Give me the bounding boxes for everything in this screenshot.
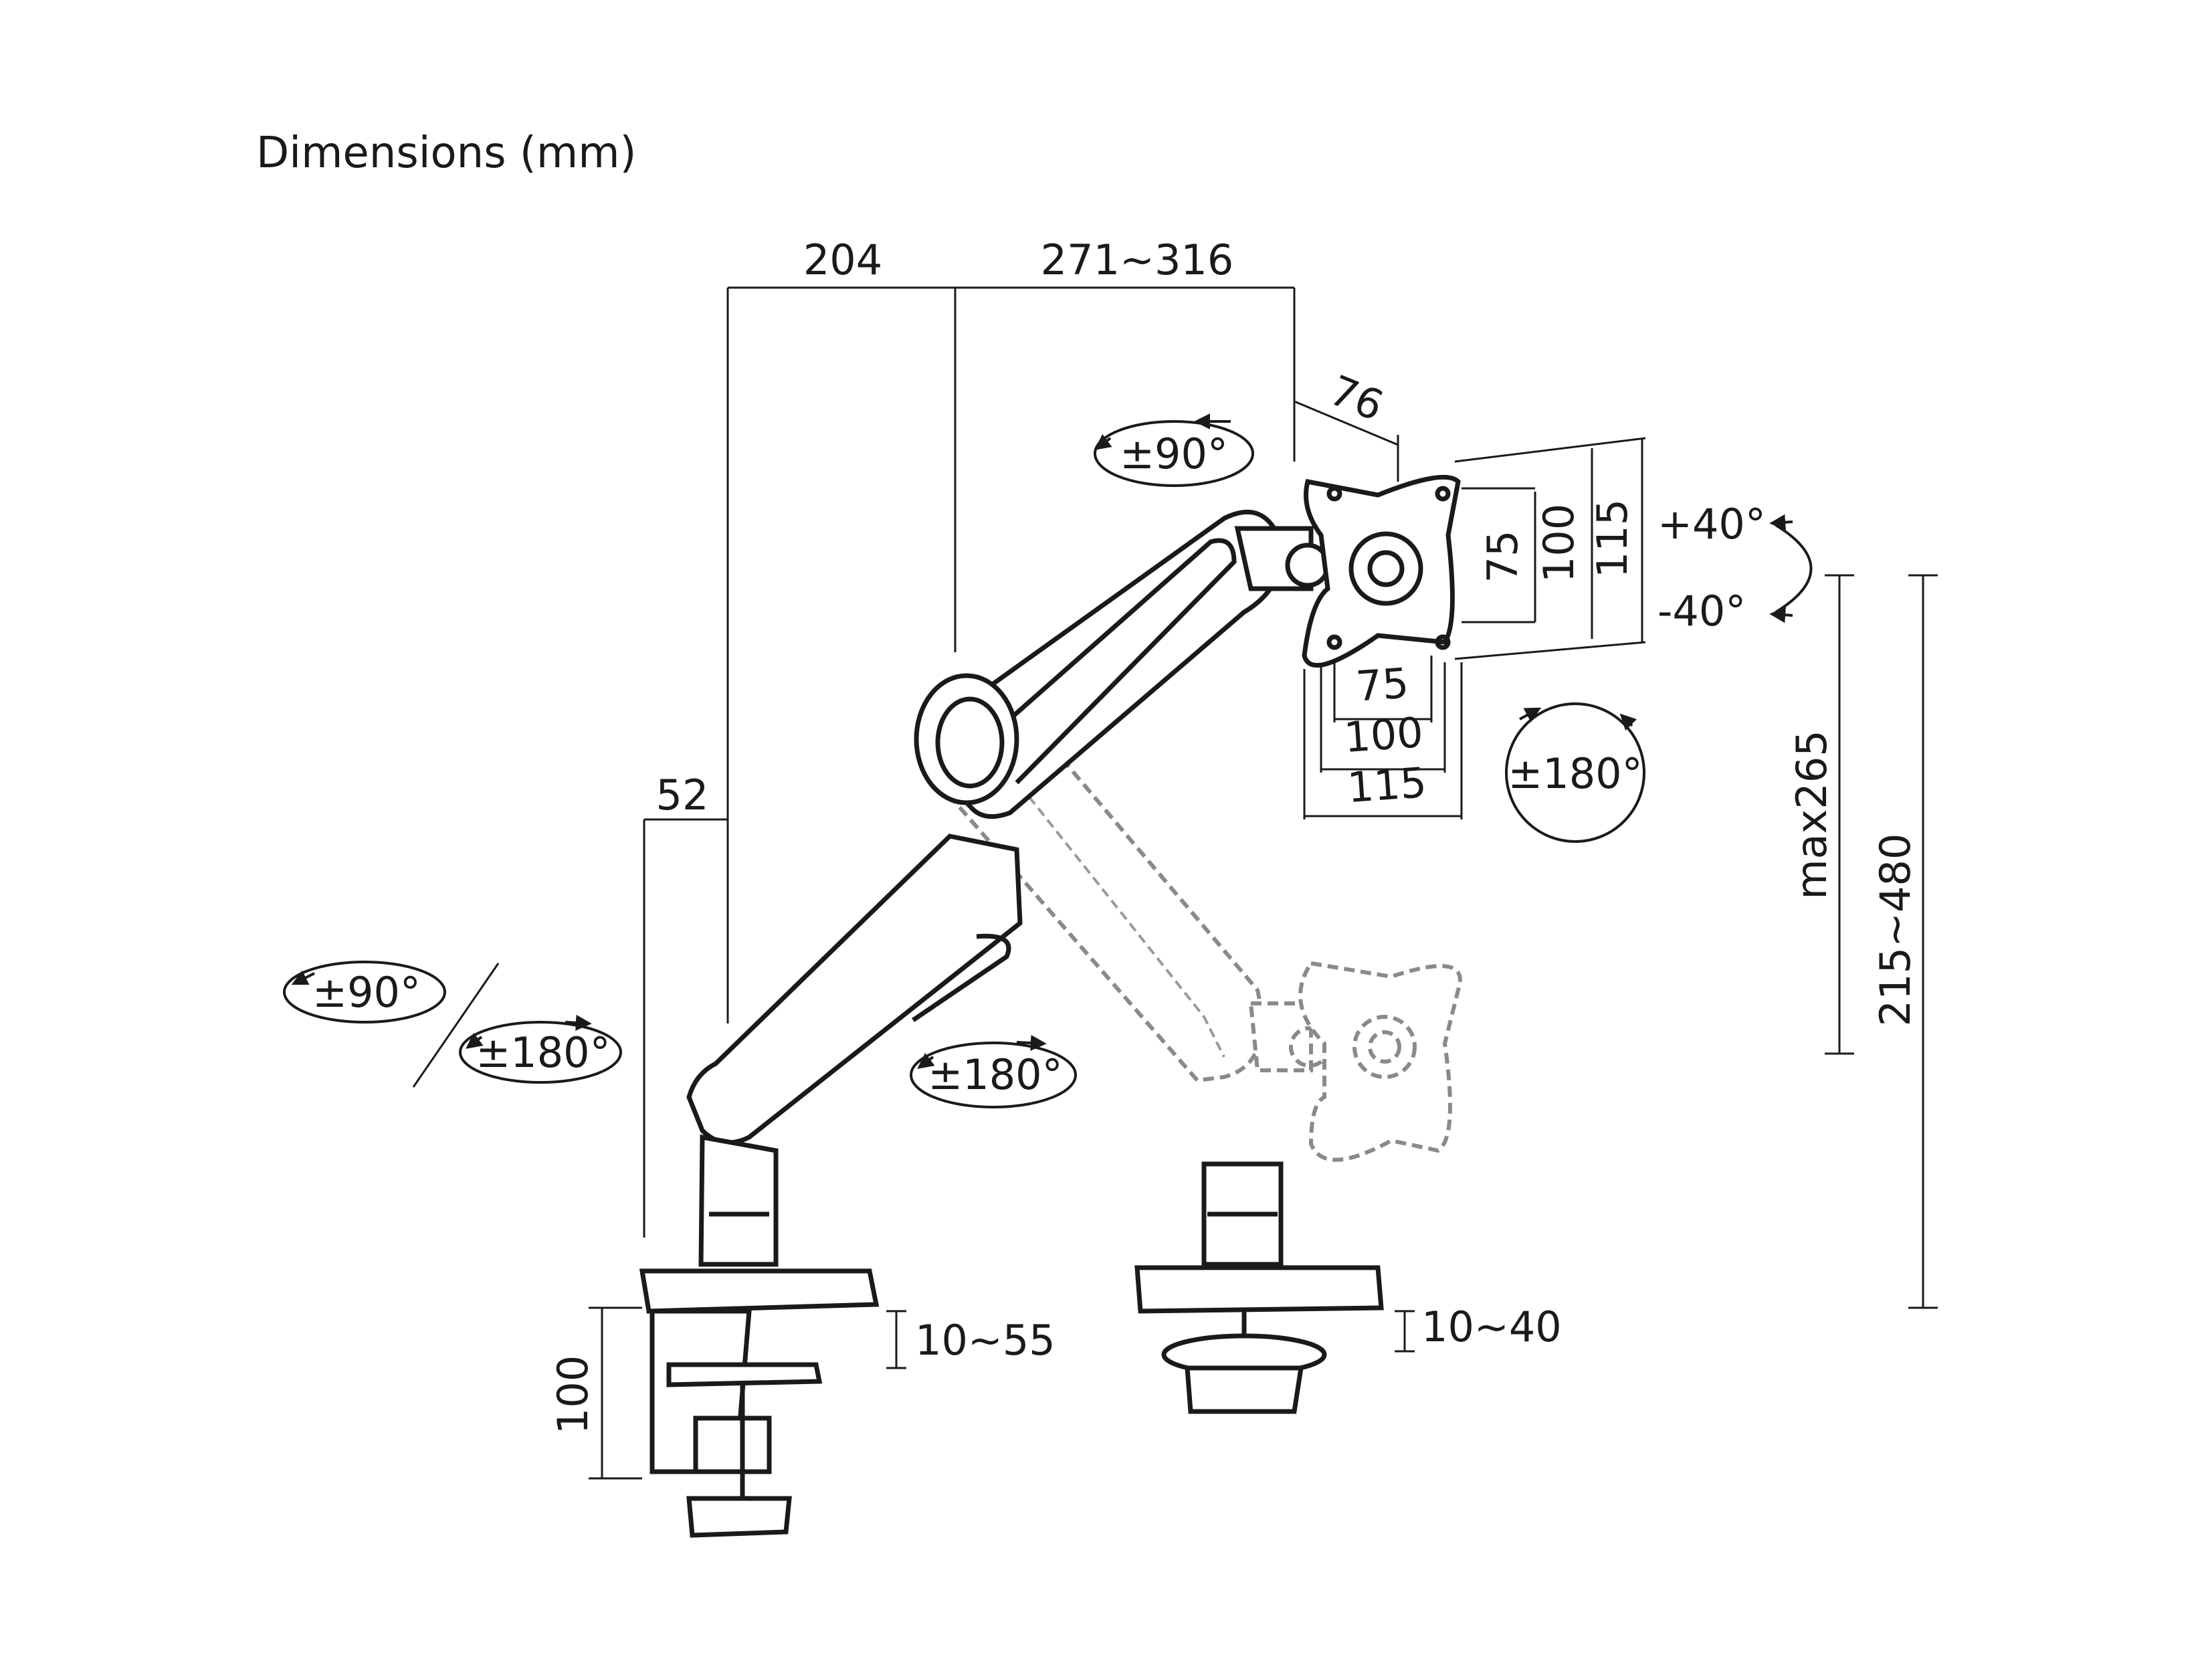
rotation-arm bbox=[910, 1035, 1077, 1108]
dim-vesa-h-100: 100 bbox=[1342, 708, 1425, 762]
rotation-tilt bbox=[1769, 514, 1813, 623]
rotation-head-rotate bbox=[1505, 702, 1645, 843]
rotation-head-swivel bbox=[1094, 413, 1254, 487]
grommet-mount bbox=[1134, 1161, 1415, 1414]
height-dimension-lines bbox=[1825, 574, 1938, 1309]
dim-arm-segment-1: 204 bbox=[803, 235, 882, 284]
page-title: Dimensions (mm) bbox=[256, 128, 637, 178]
dim-arm-segment-2: 271~316 bbox=[1041, 235, 1234, 284]
dim-vesa-h-75: 75 bbox=[1354, 658, 1411, 710]
dim-grommet-range: 10~40 bbox=[1421, 1302, 1562, 1351]
rot-head-rotate: ±180° bbox=[1508, 749, 1642, 798]
monitor-arm-main bbox=[589, 474, 1461, 1538]
rot-arm: ±180° bbox=[928, 1050, 1062, 1099]
dim-vesa-v-75: 75 bbox=[1478, 530, 1527, 583]
top-dimension-lines bbox=[643, 286, 1399, 1238]
dim-clamp-height: 100 bbox=[548, 1355, 597, 1434]
rot-head-swivel: ±90° bbox=[1120, 429, 1228, 478]
dim-head-offset: 76 bbox=[1323, 365, 1391, 430]
dim-pole-offset: 52 bbox=[656, 771, 709, 819]
dim-vesa-h-115: 115 bbox=[1346, 758, 1428, 812]
rot-base-rotate: ±180° bbox=[476, 1028, 610, 1077]
rotation-base bbox=[283, 961, 622, 1088]
dim-vesa-v-100: 100 bbox=[1534, 504, 1583, 583]
dim-vesa-v-115: 115 bbox=[1588, 499, 1637, 578]
dim-height-range: 215~480 bbox=[1871, 834, 1920, 1027]
dim-max-height: max265 bbox=[1787, 730, 1836, 899]
rot-tilt-down: -40° bbox=[1657, 587, 1746, 636]
rot-tilt-up: +40° bbox=[1657, 500, 1766, 549]
ghost-arm-position bbox=[947, 706, 1462, 1162]
rot-base-swivel: ±90° bbox=[312, 968, 421, 1017]
dim-clamp-range: 10~55 bbox=[915, 1316, 1055, 1365]
vesa-dimension-lines bbox=[1303, 437, 1646, 819]
